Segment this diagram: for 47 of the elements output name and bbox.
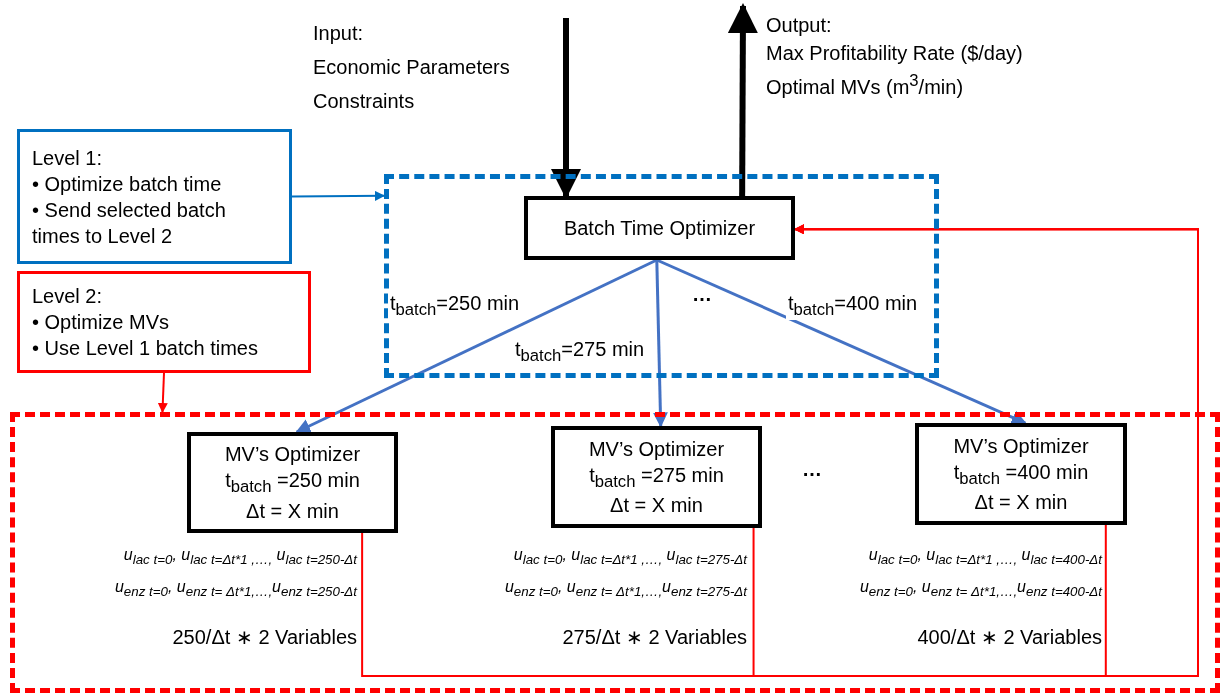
bullet-item: • Send selected batch times to Level 2 <box>32 197 227 249</box>
bullet-item: • Optimize batch time <box>32 171 223 197</box>
dashed-frame <box>10 412 1220 693</box>
arrow <box>295 258 658 434</box>
arrow <box>727 3 758 196</box>
heading: Level 2: <box>32 284 104 309</box>
io-text: Output: <box>766 14 832 37</box>
io-text: Constraints <box>313 90 415 113</box>
variable-list: u$_{lac t=0}$, u$_{lac t=Δt*1 ,…,}$ u$_{lac t=275-Δt}$ <box>513 546 747 568</box>
arrow <box>551 18 581 199</box>
io-text: Optimal MVs (m$^{3}$/min) <box>766 71 964 99</box>
io-text: Max Profitability Rate ($/day) <box>766 42 1023 65</box>
process-box <box>524 196 795 260</box>
box-text: Δt = X min <box>245 498 340 524</box>
bullet-item: • Use Level 1 batch times <box>32 336 259 361</box>
variable-count: 275/Δt ∗ 2 Variables <box>562 625 747 649</box>
info-box <box>17 129 292 264</box>
process-box <box>187 432 398 533</box>
box-text: t$_{batch}$ =250 min <box>224 468 361 498</box>
box-text: MV’s Optimizer <box>223 442 362 468</box>
box-text: t$_{batch}$ =400 min <box>952 459 1090 490</box>
variable-list: u$_{lac t=0}$, u$_{lac t=Δt*1 ,…,}$ u$_{lac t=250-Δt}$ <box>123 546 357 568</box>
variable-count: 250/Δt ∗ 2 Variables <box>172 625 357 649</box>
box-text: Batch Time Optimizer <box>562 216 757 241</box>
arrow <box>656 258 1027 425</box>
heading: Level 1: <box>32 145 104 171</box>
box-text: Δt = X min <box>609 493 704 519</box>
arrow <box>291 190 385 201</box>
variable-list: u$_{enz t=0}$, u$_{enz t= Δt*1,…,}$u$_{enz t=275-Δt}$ <box>504 578 747 600</box>
box-text: MV’s Optimizer <box>587 436 726 462</box>
io-text: Economic Parameters <box>313 56 510 79</box>
box-text: MV’s Optimizer <box>952 433 1090 459</box>
ellipsis: … <box>692 283 712 306</box>
variable-list: u$_{enz t=0}$, u$_{enz t= Δt*1,…,}$u$_{enz t=250-Δt}$ <box>114 578 357 600</box>
io-text: Input: <box>313 22 364 45</box>
variable-count: 400/Δt ∗ 2 Variables <box>917 625 1102 649</box>
variable-list: u$_{lac t=0}$, u$_{lac t=Δt*1 ,…,}$ u$_{lac t=400-Δt}$ <box>868 546 1102 568</box>
process-box <box>551 426 762 528</box>
info-box <box>17 271 311 373</box>
box-text: t$_{batch}$ =275 min <box>588 462 725 493</box>
process-box <box>915 423 1127 525</box>
ellipsis: … <box>802 458 822 481</box>
arrow <box>157 372 168 413</box>
bullet-item: • Optimize MVs <box>32 310 171 335</box>
arrow <box>652 259 668 428</box>
box-text: Δt = X min <box>973 490 1069 516</box>
variable-list: u$_{enz t=0}$, u$_{enz t= Δt*1,…,}$u$_{enz t=400-Δt}$ <box>859 578 1102 600</box>
